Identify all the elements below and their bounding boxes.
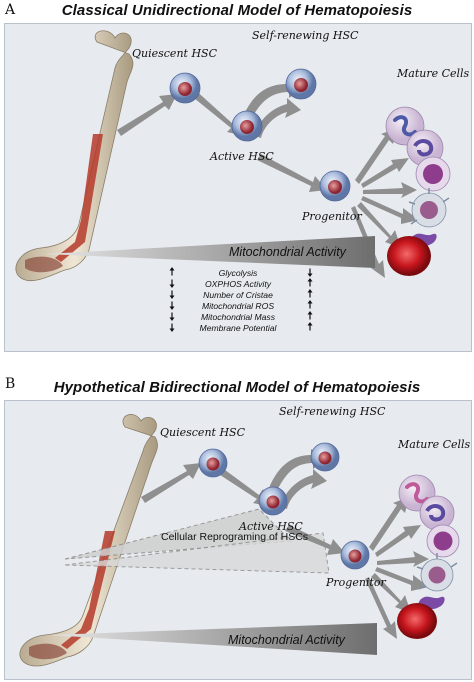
metric-arrow-right-up [307,278,313,287]
differentiation-arrows [117,78,419,278]
metric-arrow-right-up [307,300,313,309]
label-quiescent-hsc-a: Quiescent HSC [132,47,217,60]
femur-bone-illustration [15,30,134,282]
metric-mito-ros: Mitochondrial ROS [201,301,275,311]
quiescent-hsc-cell-b [198,448,228,478]
label-active-hsc-a: Active HSC [210,150,274,163]
differentiation-arrows-b [141,449,429,639]
metric-arrow-left-down [169,279,175,288]
metric-mito-mass: Mitochondrial Mass [200,312,276,322]
panel-b-illustration [19,414,460,667]
progenitor-cell-b [340,540,370,570]
metric-arrow-right-up [307,322,313,331]
metric-arrow-left-down [169,312,175,321]
panel-a-illustration [15,30,451,332]
mature-cell-basophil [415,156,451,192]
reprogramming-dashed-wedge [64,508,293,560]
metric-arrow-right-up [307,311,313,320]
label-self-renewing-hsc-a: Self-renewing HSC [252,29,359,42]
label-mito-activity-a: Mitochondrial Activity [229,245,346,259]
mature-cell-red-blood-cell-b [397,603,437,639]
panel-a-letter: A [5,2,16,18]
mito-activity-wedge-a [45,236,375,268]
label-progenitor-b: Progenitor [326,576,386,589]
metric-arrow-right-up [307,289,313,298]
panel-b-title: Hypothetical Bidirectional Model of Hema… [53,379,421,396]
label-cellular-reprogramming: Cellular Reprograming of HSCs [161,531,309,543]
mature-cell-monocyte-b [419,495,455,531]
active-hsc-cell [231,110,263,142]
label-quiescent-hsc-b: Quiescent HSC [160,426,245,439]
panel-b-letter: B [5,376,16,392]
femur-bone-illustration-b [19,414,158,667]
metric-arrow-columns-a [169,267,313,332]
label-self-renewing-hsc-b: Self-renewing HSC [279,405,386,418]
metric-glycolysis: Glycolysis [218,268,258,278]
metric-oxphos: OXPHOS Activity [204,279,272,289]
metric-arrow-left-up [169,267,175,276]
reprogramming-dashed-wedge-2 [64,532,330,574]
label-mito-activity-b: Mitochondrial Activity [228,633,345,647]
self-renewing-hsc-cell [285,68,317,100]
label-mature-cells-a: Mature Cells [397,67,470,80]
metric-cristae: Number of Cristae [203,290,273,300]
quiescent-hsc-cell [169,72,201,104]
label-mature-cells-b: Mature Cells [398,438,471,451]
progenitor-cell [319,170,351,202]
mature-cell-lymphocyte-b [416,553,458,592]
label-progenitor-a: Progenitor [302,210,362,223]
metric-arrow-left-down [169,290,175,299]
panel-a-box: Quiescent HSC Self-renewing HSC Active H… [4,23,472,352]
metric-membrane-potential: Membrane Potential [199,323,277,333]
panel-a-title: Classical Unidirectional Model of Hemato… [61,2,413,19]
mito-activity-wedge-b [49,623,377,655]
metric-arrow-right-down [307,268,313,277]
metric-arrow-left-down [169,323,175,332]
mature-cell-red-blood-cell [387,236,431,276]
label-active-hsc-b: Active HSC [239,520,303,533]
mature-cell-basophil-b [426,524,460,558]
metric-arrow-left-down [169,301,175,310]
self-renewing-hsc-cell-b [310,442,340,472]
mature-cell-lymphocyte [408,188,450,228]
active-hsc-cell-b [258,486,288,516]
panel-b-box: Quiescent HSC Self-renewing HSC Active H… [4,400,472,680]
